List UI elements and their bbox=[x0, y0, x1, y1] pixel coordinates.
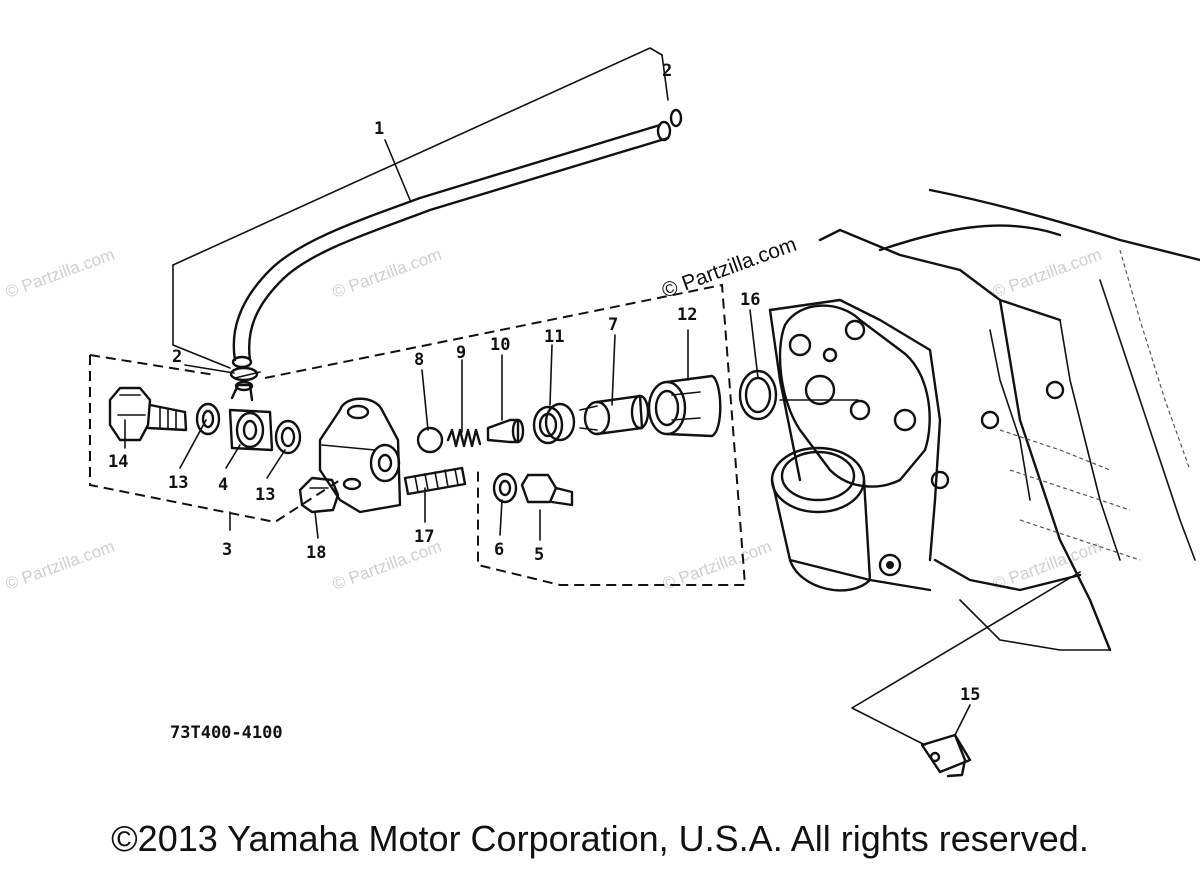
callout-4: 4 bbox=[218, 475, 228, 495]
callout-7: 7 bbox=[608, 315, 618, 335]
spring bbox=[446, 428, 482, 448]
check-ball bbox=[416, 426, 444, 454]
callout-numbers: 1 2 2 3 4 5 6 7 8 9 10 11 12 13 13 14 15… bbox=[108, 61, 980, 705]
callout-18: 18 bbox=[306, 543, 326, 563]
callout-14: 14 bbox=[108, 452, 128, 472]
watermark-overlay: © Partzilla.com bbox=[659, 233, 800, 303]
callout-13-right: 13 bbox=[255, 485, 275, 505]
callout-6: 6 bbox=[494, 540, 504, 560]
callout-17: 17 bbox=[414, 527, 434, 547]
callout-5: 5 bbox=[534, 545, 544, 565]
engine-block bbox=[768, 188, 1200, 652]
callout-11: 11 bbox=[544, 327, 564, 347]
valve bbox=[486, 418, 525, 444]
watermark: © Partzilla.com bbox=[990, 537, 1104, 594]
watermark: © Partzilla.com bbox=[3, 537, 117, 594]
pump-body bbox=[318, 397, 402, 514]
watermark: © Partzilla.com bbox=[3, 245, 117, 302]
leader-lines bbox=[124, 47, 1081, 746]
callout-1: 1 bbox=[374, 119, 384, 139]
washer bbox=[492, 472, 518, 504]
washer bbox=[195, 402, 221, 436]
part-code: 73T400-4100 bbox=[170, 723, 283, 743]
copyright-notice: ©2013 Yamaha Motor Corporation, U.S.A. A… bbox=[111, 818, 1089, 859]
hex-nut bbox=[298, 476, 340, 514]
gasket bbox=[738, 369, 778, 421]
callout-10: 10 bbox=[490, 335, 510, 355]
callout-2-left: 2 bbox=[172, 347, 182, 367]
seal bbox=[532, 402, 576, 445]
callout-3: 3 bbox=[222, 540, 232, 560]
watermark: © Partzilla.com bbox=[990, 245, 1104, 302]
filter-element bbox=[579, 394, 650, 436]
fuel-hose bbox=[231, 120, 672, 369]
drain-plug bbox=[520, 473, 574, 507]
callout-8: 8 bbox=[414, 350, 424, 370]
callout-12: 12 bbox=[677, 305, 697, 325]
callout-2-top: 2 bbox=[662, 61, 672, 81]
callout-16: 16 bbox=[740, 290, 760, 310]
washer bbox=[274, 419, 302, 455]
callout-13-left: 13 bbox=[168, 473, 188, 493]
callout-9: 9 bbox=[456, 343, 466, 363]
filter-cup bbox=[647, 374, 722, 438]
watermark: © Partzilla.com bbox=[330, 245, 444, 302]
banjo-bolt bbox=[108, 386, 188, 442]
hose-clip-upper bbox=[669, 108, 683, 128]
stud-bolt bbox=[403, 466, 467, 496]
kit-boundaries bbox=[89, 283, 747, 586]
clamp-clip bbox=[920, 733, 972, 778]
hose-clip-lower bbox=[229, 366, 259, 382]
banjo-union bbox=[228, 380, 274, 452]
callout-15: 15 bbox=[960, 685, 980, 705]
